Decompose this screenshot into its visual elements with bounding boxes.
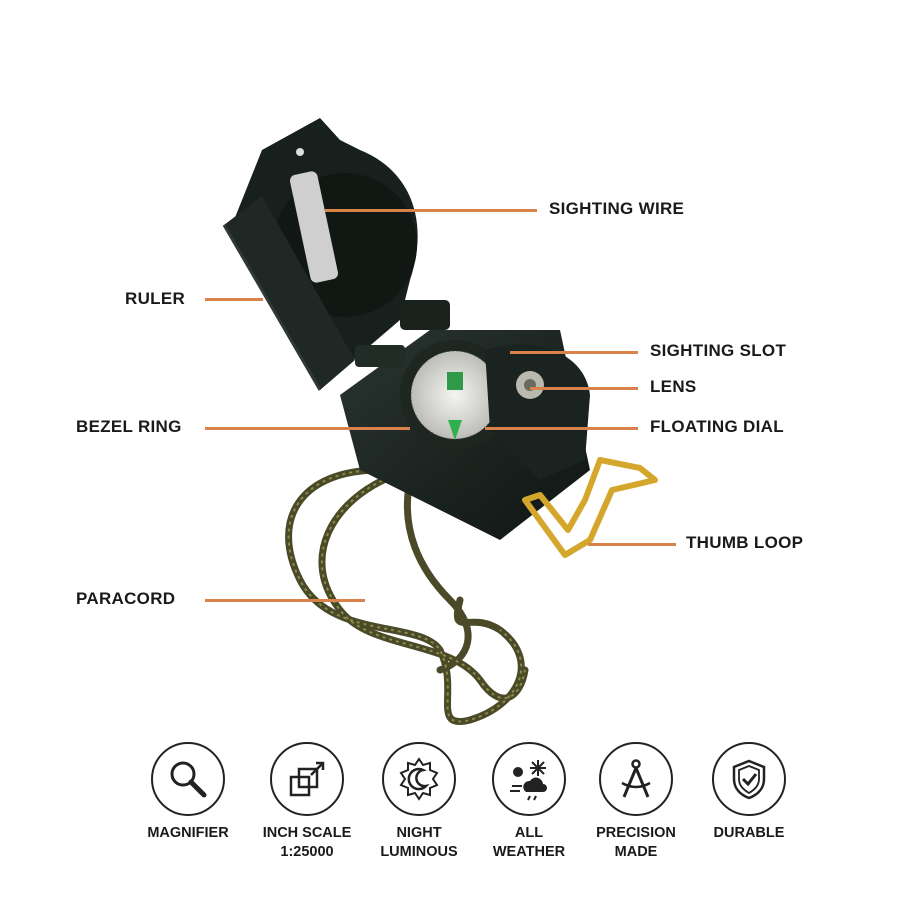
feature-durable: DURABLE	[694, 742, 804, 843]
shield-check-icon	[732, 759, 766, 800]
feature-night-luminous-line2: LUMINOUS	[380, 844, 458, 860]
feature-precision-made-line2: MADE	[614, 844, 658, 860]
feature-all-weather: ALL WEATHER	[474, 742, 584, 862]
feature-night-luminous-line1: NIGHT	[396, 825, 442, 841]
thumb-loop-line	[588, 543, 676, 546]
sighting-wire-line	[325, 209, 537, 212]
feature-all-weather-line1: ALL	[514, 825, 544, 841]
moon-icon	[399, 757, 439, 801]
bezel-ring-line	[205, 427, 410, 430]
feature-inch-scale: INCH SCALE 1:25000	[252, 742, 362, 862]
feature-all-weather-line2: WEATHER	[492, 844, 566, 860]
paracord-line	[205, 599, 365, 602]
feature-precision-made-line1: PRECISION	[596, 825, 676, 841]
sighting-slot-line	[510, 351, 638, 354]
callout-floating-dial: FLOATING DIAL	[650, 417, 784, 436]
ruler-line	[205, 298, 263, 301]
compass-drafting-icon	[621, 759, 651, 798]
callout-sighting-slot: SIGHTING SLOT	[650, 341, 787, 360]
inch-scale-icon	[289, 761, 325, 797]
feature-durable-line1: DURABLE	[713, 825, 785, 841]
feature-magnifier-line1: MAGNIFIER	[147, 825, 229, 841]
callout-sighting-wire: SIGHTING WIRE	[549, 199, 685, 218]
weather-icon	[510, 760, 547, 801]
magnifier-icon	[170, 761, 207, 798]
floating-dial-line	[485, 427, 638, 430]
feature-inch-scale-line1: INCH SCALE	[262, 825, 352, 841]
callout-lens: LENS	[650, 377, 697, 396]
feature-night-luminous: NIGHT LUMINOUS	[364, 742, 474, 862]
callout-bezel-ring: BEZEL RING	[76, 417, 182, 436]
lens-line	[530, 387, 638, 390]
callout-paracord: PARACORD	[76, 589, 176, 608]
callout-thumb-loop: THUMB LOOP	[686, 533, 804, 552]
feature-magnifier: MAGNIFIER	[133, 742, 243, 843]
callout-ruler: RULER	[125, 289, 186, 308]
feature-precision-made: PRECISION MADE	[581, 742, 691, 862]
feature-inch-scale-line2: 1:25000	[280, 844, 334, 860]
